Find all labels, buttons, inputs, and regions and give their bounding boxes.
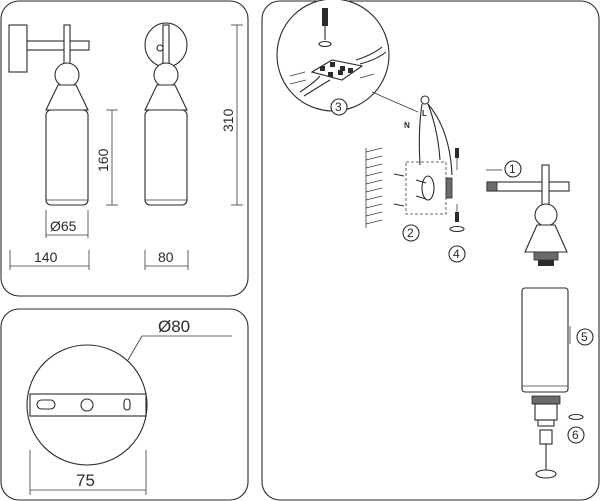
- step-6-label: 6: [572, 428, 579, 442]
- front-view-lamp: [144, 22, 188, 206]
- diameter-80-label: Ø80: [158, 317, 190, 336]
- wiring-detail-circle: [276, 0, 419, 113]
- step-4-label: 4: [453, 247, 460, 261]
- diameter-65-label: Ø65: [50, 218, 77, 234]
- bottom-cap-step-6: [531, 395, 584, 479]
- lamp-body-exploded: [486, 164, 570, 266]
- panel-dimensions-border: [0, 0, 249, 297]
- panel-installation-border: [261, 0, 600, 501]
- side-view-lamp: [8, 24, 90, 206]
- step-2-badge: [402, 224, 420, 242]
- step-6-badge: [567, 426, 585, 444]
- wall-hatching: [365, 147, 383, 228]
- step-5-label: 5: [581, 330, 588, 344]
- step-3-label: 3: [335, 100, 342, 114]
- step-1-label: 1: [509, 162, 516, 176]
- hole-spacing-75-label: 75: [76, 471, 95, 490]
- shade-step-5: [521, 287, 571, 393]
- washer-icon: [449, 225, 465, 233]
- width-140-label: 140: [34, 249, 58, 265]
- wire-n-label: N: [404, 121, 410, 130]
- step-1-badge: [504, 160, 522, 178]
- step-3-badge: [330, 98, 348, 116]
- wire-l-label: L: [422, 109, 427, 118]
- step-5-badge: [576, 328, 594, 346]
- step-2-label: 2: [407, 226, 414, 240]
- base-plate-drawing: [26, 335, 232, 495]
- total-height-310-label: 310: [220, 108, 236, 132]
- mounting-plate-step-2: [393, 148, 459, 222]
- step-4-badge: [448, 245, 466, 263]
- wall-wiring: [418, 95, 453, 176]
- dimension-lines-side: [9, 24, 243, 270]
- depth-80-label: 80: [158, 249, 174, 265]
- shade-height-160-label: 160: [95, 148, 111, 172]
- panel-base-border: [0, 308, 249, 501]
